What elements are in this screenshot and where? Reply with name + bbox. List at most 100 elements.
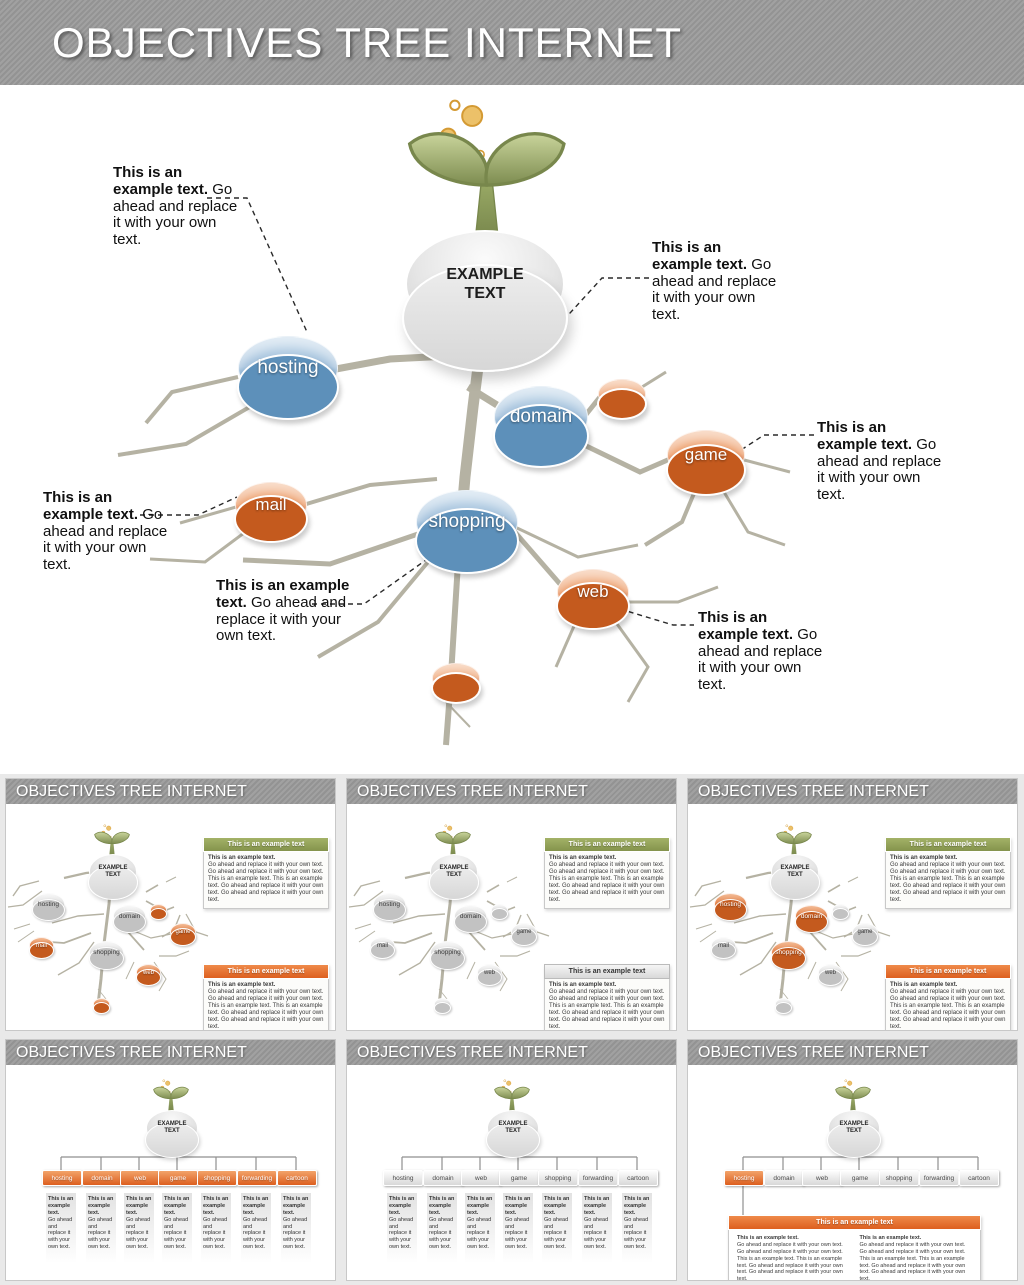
org-column: This is an example text.Go ahead and rep… (124, 1193, 154, 1279)
thumbnail-org-variant-2[interactable]: OBJECTIVES TREE INTERNET EXAMPLE TEXT ho… (346, 1039, 677, 1281)
callout-lead: This is an example text. (652, 239, 748, 273)
org-column: This is an example text.Go ahead and rep… (622, 1193, 652, 1279)
node-label: hosting (257, 357, 319, 378)
node-game: game (666, 430, 746, 497)
org-box-shopping: shopping (538, 1170, 578, 1186)
node-shopping: shopping (415, 490, 519, 575)
mini-node-example: EXAMPLE TEXT (145, 1110, 199, 1158)
org-box-game: game (499, 1170, 539, 1186)
thumbnail-tree-variant-1[interactable]: OBJECTIVES TREE INTERNET EXAMPLE TEXT ho… (5, 778, 336, 1031)
org-box-cartoon: cartoon (959, 1170, 999, 1186)
org-box-web: web (461, 1170, 501, 1186)
org-column: This is an example text.Go ahead and rep… (387, 1193, 417, 1279)
callout-rest: Go ahead and replace it with your own te… (216, 593, 347, 645)
node-label: mail (255, 495, 287, 514)
title-bar: OBJECTIVES TREE INTERNET (0, 0, 1024, 87)
org-box-hosting: hosting (383, 1170, 423, 1186)
thumb-title-bar: OBJECTIVES TREE INTERNET (688, 779, 1017, 804)
thumb-title: OBJECTIVES TREE INTERNET (16, 782, 247, 800)
org-box-hosting: hosting (724, 1170, 764, 1186)
callout-web: This is an example text. Go ahead and re… (698, 609, 828, 694)
text-box-body: This is an example text.Go ahead and rep… (203, 852, 329, 909)
mini-node-example: EXAMPLE TEXT (429, 854, 479, 900)
mini-node-mail: mail (370, 937, 395, 959)
node-label: shopping (428, 511, 506, 532)
thumb-title: OBJECTIVES TREE INTERNET (16, 1043, 247, 1061)
callout-shopping: This is an example text. Go ahead and re… (216, 577, 351, 645)
org-column: This is an example text.Go ahead and rep… (201, 1193, 231, 1279)
mini-node-web: web (136, 964, 161, 986)
org-box-forwarding: forwarding (919, 1170, 959, 1186)
callout-mail: This is an example text. Go ahead and re… (43, 489, 173, 574)
sprout-icon (435, 824, 471, 858)
org-column: This is an example text.Go ahead and rep… (465, 1193, 495, 1279)
org-column: This is an example text.Go ahead and rep… (162, 1193, 192, 1279)
callout-hosting: This is an example text. Go ahead and re… (113, 164, 243, 249)
mini-node-web: web (818, 964, 843, 986)
sprout-icon (407, 99, 566, 246)
org-column: This is an example text.Go ahead and rep… (281, 1193, 311, 1279)
callout-center: This is an example text. Go ahead and re… (652, 239, 782, 324)
org-box-domain: domain (764, 1170, 804, 1186)
org-box-domain: domain (82, 1170, 122, 1186)
callout-game: This is an example text. Go ahead and re… (817, 419, 947, 504)
org-box-web: web (120, 1170, 160, 1186)
detail-box-header: This is an example text (728, 1215, 981, 1230)
org-box-web: web (802, 1170, 842, 1186)
mini-node-game: game (170, 923, 196, 947)
node-example-text: EXAMPLE TEXT (402, 230, 568, 372)
mini-node-domain: domain (795, 905, 828, 934)
thumb-title-bar: OBJECTIVES TREE INTERNET (347, 779, 676, 804)
thumb-body: EXAMPLE TEXT hosting domain game mail sh… (6, 804, 335, 1030)
mini-node-mail: mail (29, 937, 54, 959)
text-box-header: This is an example text (544, 837, 670, 852)
node-label: EXAMPLE TEXT (446, 265, 524, 302)
text-box-body: This is an example text.Go ahead and rep… (885, 852, 1011, 909)
mini-node-hosting: hosting (373, 893, 406, 922)
org-column: This is an example text.Go ahead and rep… (46, 1193, 76, 1279)
org-box-domain: domain (423, 1170, 463, 1186)
org-box-forwarding: forwarding (237, 1170, 277, 1186)
node-web: web (556, 569, 630, 631)
callout-lead: This is an example text. (698, 609, 794, 643)
callout-rest: Go ahead and replace it with your own te… (698, 625, 823, 694)
node-label: game (684, 445, 728, 464)
mini-node-small-1 (491, 904, 508, 920)
callout-lead: This is an example text. (43, 489, 139, 523)
text-box-body: This is an example text.Go ahead and rep… (885, 979, 1011, 1030)
thumb-title: OBJECTIVES TREE INTERNET (698, 782, 929, 800)
org-box-shopping: shopping (879, 1170, 919, 1186)
thumbnail-org-variant-1[interactable]: OBJECTIVES TREE INTERNET EXAMPLE TEXT ho… (5, 1039, 336, 1281)
node-mail: mail (234, 482, 308, 544)
mini-node-game: game (852, 923, 878, 947)
node-label: domain (509, 406, 573, 427)
text-box-header: This is an example text (885, 964, 1011, 979)
thumb-body: EXAMPLE TEXT hosting domain game mail sh… (347, 804, 676, 1030)
mini-node-example: EXAMPLE TEXT (770, 854, 820, 900)
thumbnail-tree-variant-3[interactable]: OBJECTIVES TREE INTERNET EXAMPLE TEXT ho… (687, 778, 1018, 1031)
mini-node-hosting: hosting (32, 893, 65, 922)
text-box-body: This is an example text.Go ahead and rep… (544, 852, 670, 909)
main-slide: EXAMPLE TEXT hosting domain game mail sh… (0, 87, 1024, 774)
org-column: This is an example text.Go ahead and rep… (241, 1193, 271, 1279)
text-box-header: This is an example text (203, 964, 329, 979)
thumbnail-tree-variant-2[interactable]: OBJECTIVES TREE INTERNET EXAMPLE TEXT ho… (346, 778, 677, 1031)
thumb-body: EXAMPLE TEXT hosting domain web game sho… (6, 1065, 335, 1280)
sprout-icon (835, 1079, 871, 1113)
sprout-icon (494, 1079, 530, 1113)
detail-column: This is an example text.Go ahead and rep… (859, 1235, 966, 1280)
org-column: This is an example text.Go ahead and rep… (582, 1193, 612, 1279)
callout-rest: Go ahead and replace it with your own te… (113, 180, 238, 249)
org-box-hosting: hosting (42, 1170, 82, 1186)
thumb-body: EXAMPLE TEXT hosting domain web game sho… (347, 1065, 676, 1280)
thumbnail-org-variant-3[interactable]: OBJECTIVES TREE INTERNET EXAMPLE TEXT ho… (687, 1039, 1018, 1281)
mini-node-small-1 (150, 904, 167, 920)
org-box-game: game (840, 1170, 880, 1186)
org-box-game: game (158, 1170, 198, 1186)
org-column: This is an example text.Go ahead and rep… (427, 1193, 457, 1279)
mini-node-shopping: shopping (430, 941, 465, 971)
